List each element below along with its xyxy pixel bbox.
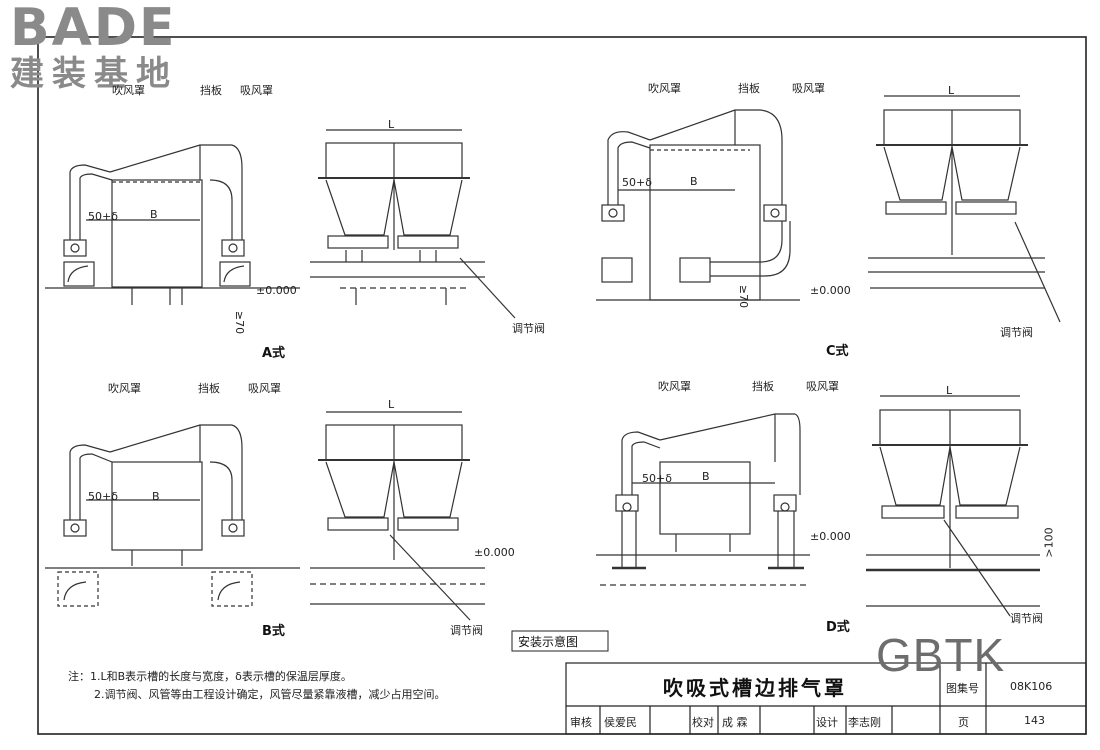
atlas-label: 图集号	[946, 682, 979, 695]
title-block	[565, 662, 1087, 735]
variant-a-label: A式	[262, 346, 286, 361]
drawing-frame	[37, 36, 1087, 735]
label-c-blow-hood: 吹风罩	[648, 82, 681, 95]
page-number: 143	[1024, 714, 1045, 727]
figure-a-side	[310, 129, 516, 319]
brand-subtext: 建装基地	[10, 54, 178, 94]
label-b-dim-b: B	[152, 490, 160, 503]
label-a-damper: 调节阀	[512, 322, 545, 335]
design-name: 李志刚	[848, 716, 881, 729]
check-label: 校对	[692, 716, 714, 729]
check-name: 成 霖	[722, 716, 748, 729]
design-label: 设计	[816, 716, 838, 729]
label-b-dim-50: 50+δ	[88, 490, 118, 503]
label-c-dim-b: B	[690, 175, 698, 188]
figure-b-side	[310, 411, 485, 621]
label-d-baffle: 挡板	[752, 380, 774, 393]
label-a-dim-70: ≥70	[233, 310, 247, 335]
corner-watermark: GBTK	[876, 629, 1006, 681]
review-label: 审核	[570, 716, 592, 729]
label-b-level: ±0.000	[474, 546, 515, 559]
figure-c-side	[868, 95, 1061, 323]
label-b-blow-hood: 吹风罩	[108, 382, 141, 395]
note-line-2: 2.调节阀、风管等由工程设计确定，风管尽量紧靠液槽，减少占用空间。	[94, 688, 446, 701]
label-a-dim-50: 50+δ	[88, 210, 118, 223]
label-a-baffle: 挡板	[200, 84, 222, 97]
label-b-baffle: 挡板	[198, 382, 220, 395]
figure-a	[45, 144, 300, 305]
label-a-blow-hood: 吹风罩	[112, 84, 145, 97]
figure-d-side	[866, 395, 1040, 617]
label-d-blow-hood: 吹风罩	[658, 380, 691, 393]
figure-c	[596, 109, 800, 301]
label-c-suction-hood: 吸风罩	[792, 82, 825, 95]
label-a-suction-hood: 吸风罩	[240, 84, 273, 97]
label-d-dim-100: >100	[1042, 527, 1056, 558]
label-d-damper: 调节阀	[1010, 612, 1043, 625]
label-a-level: ±0.000	[256, 284, 297, 297]
brand-text: BADE	[10, 0, 177, 58]
caption-box	[511, 630, 609, 652]
label-b-suction-hood: 吸风罩	[248, 382, 281, 395]
label-c-dim-l: L	[948, 84, 955, 97]
label-c-damper: 调节阀	[1000, 326, 1033, 339]
label-a-dim-l: L	[388, 118, 395, 131]
page-label: 页	[958, 716, 969, 729]
variant-c-label: C式	[826, 344, 849, 359]
brand-logo: BADE 建装基地	[10, 2, 220, 94]
figure-caption: 安装示意图	[518, 635, 579, 649]
label-d-dim-l: L	[946, 384, 953, 397]
label-d-dim-50: 50+δ	[642, 472, 672, 485]
variant-d-label: D式	[826, 620, 850, 635]
label-b-damper: 调节阀	[450, 624, 483, 637]
label-c-level: ±0.000	[810, 284, 851, 297]
label-a-dim-b: B	[150, 208, 158, 221]
note-line-1: 注：1.L和B表示槽的长度与宽度，δ表示槽的保温层厚度。	[68, 670, 352, 683]
label-d-suction-hood: 吸风罩	[806, 380, 839, 393]
variant-b-label: B式	[262, 624, 285, 639]
label-c-dim-70: ≥70	[737, 284, 751, 309]
label-d-level: ±0.000	[810, 530, 851, 543]
label-c-dim-50: 50+δ	[622, 176, 652, 189]
atlas-number: 08K106	[1010, 680, 1053, 693]
label-b-dim-l: L	[388, 398, 395, 411]
review-name: 侯爱民	[604, 716, 637, 729]
label-c-baffle: 挡板	[738, 82, 760, 95]
figure-b	[45, 424, 300, 607]
drawing-title: 吹吸式槽边排气罩	[663, 676, 847, 700]
figure-d	[596, 413, 810, 586]
label-d-dim-b: B	[702, 470, 710, 483]
